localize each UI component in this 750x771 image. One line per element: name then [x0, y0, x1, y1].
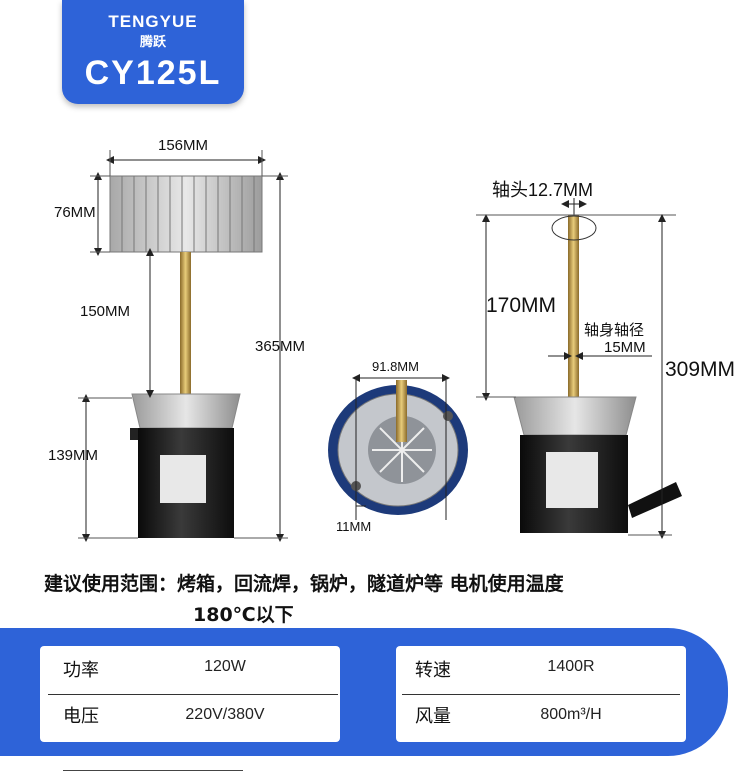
right-shaft-diameter-label: 15MM — [604, 339, 646, 356]
left-total-height-label: 365MM — [255, 338, 306, 355]
right-motor-figure — [476, 198, 682, 539]
right-shaft-head-label: 轴头12.7MM — [492, 180, 594, 200]
voltage-value: 220V/380V — [185, 706, 265, 723]
brand-name-cn: 腾跃 — [139, 35, 166, 50]
center-hole-label: 11MM — [336, 519, 372, 534]
spec-box-right: 转速 风量 1400R 800m³/H — [396, 646, 686, 742]
spec-box-left: 功率 电压 120W 220V/380V — [40, 646, 340, 742]
left-shaft-label: 150MM — [80, 303, 131, 320]
left-motor-height-label: 139MM — [48, 447, 99, 464]
center-diameter-label: 91.8MM — [372, 359, 419, 374]
airflow-label: 风量 — [415, 706, 451, 727]
spec-divider — [48, 694, 338, 695]
brand-badge: TENGYUE 腾跃 CY125L — [62, 0, 244, 104]
spec-divider — [402, 694, 680, 695]
left-motor-figure — [78, 150, 288, 542]
left-width-label: 156MM — [158, 137, 209, 154]
power-label: 功率 — [63, 660, 99, 681]
usage-text-line1: 建议使用范围：烤箱，回流焊，锅炉，隧道炉等 电机使用温度 — [44, 573, 564, 595]
spec-panel: 功率 电压 120W 220V/380V 转速 风量 1400R 800m³/H — [0, 628, 728, 756]
voltage-label: 电压 — [63, 706, 99, 727]
center-closeup-figure — [328, 374, 468, 520]
product-illustrations — [78, 150, 682, 542]
brand-name-en: TENGYUE — [108, 12, 198, 31]
right-shaft-length-label: 170MM — [486, 294, 557, 317]
usage-text-line2: 180℃以下 — [193, 604, 294, 626]
right-total-height-label: 309MM — [665, 358, 736, 381]
model-number: CY125L — [84, 54, 222, 92]
speed-value: 1400R — [547, 658, 595, 675]
speed-label: 转速 — [415, 660, 451, 681]
power-value: 120W — [204, 658, 246, 675]
airflow-value: 800m³/H — [540, 706, 602, 723]
left-impeller-height-label: 76MM — [54, 204, 96, 221]
right-shaft-diameter-caption: 轴身轴径 — [584, 322, 645, 339]
